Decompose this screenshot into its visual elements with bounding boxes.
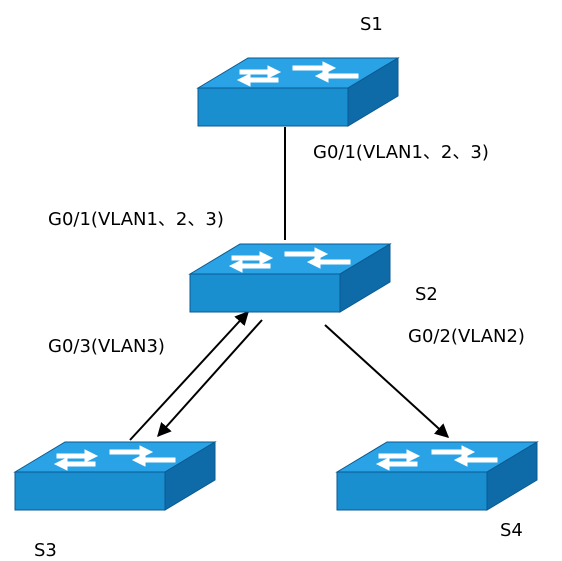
arrow-s2-to-s4 [324,324,450,438]
arrow-s3-to-s2 [129,310,249,441]
switch-s4-icon[interactable] [336,441,538,511]
switch-s1-icon[interactable] [197,57,399,127]
switch-s2-icon[interactable] [189,243,391,313]
port-label-s2-g03: G0/3(VLAN3) [48,336,165,357]
port-label-s1-g01: G0/1(VLAN1、2、3) [313,142,489,163]
port-label-s2-g02: G0/2(VLAN2) [408,326,525,347]
arrow-s2-to-s3 [157,319,263,438]
switch-s3-icon[interactable] [14,441,216,511]
port-label-s2-g01: G0/1(VLAN1、2、3) [48,209,224,230]
switch-label-s3: S3 [34,540,57,561]
switch-label-s1: S1 [360,14,383,35]
switch-label-s2: S2 [415,284,438,305]
switch-label-s4: S4 [500,520,523,541]
